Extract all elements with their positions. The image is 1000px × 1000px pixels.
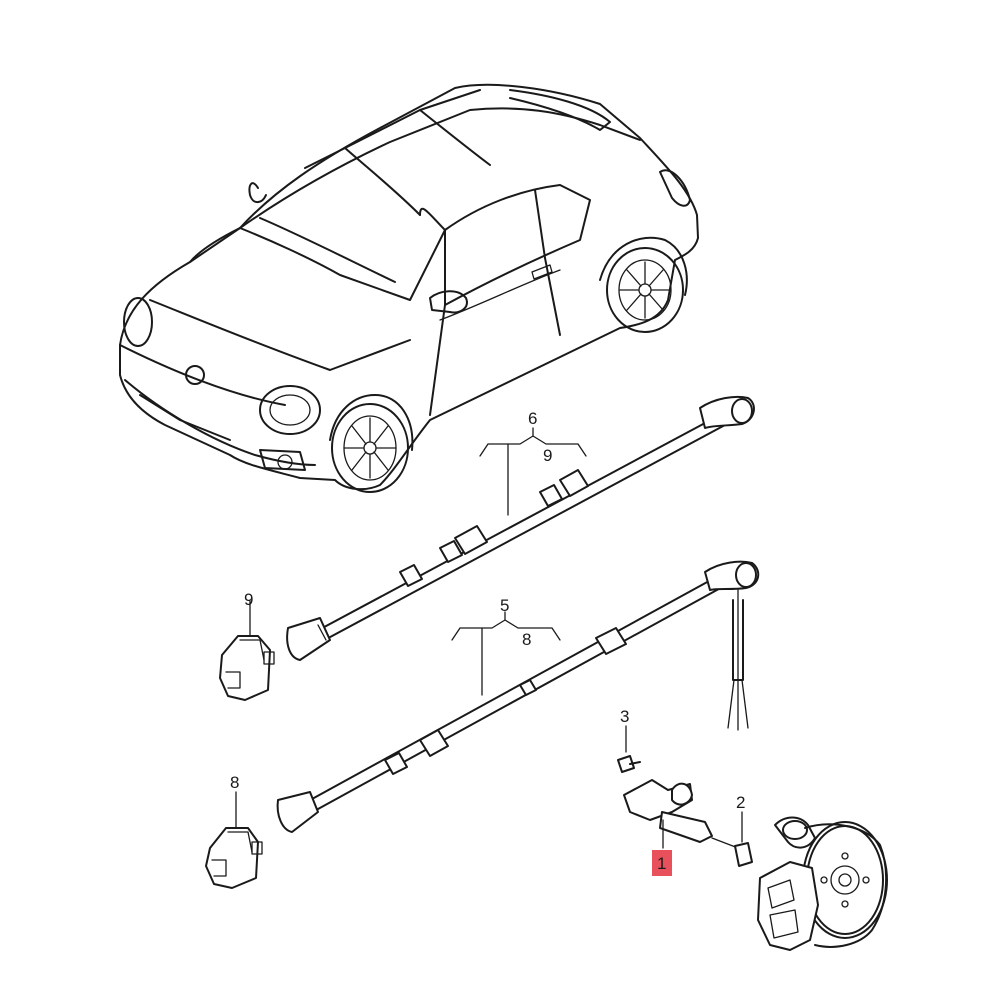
callout-6: 6 xyxy=(528,409,537,428)
callout-2: 2 xyxy=(736,793,745,812)
car-illustration xyxy=(119,83,699,493)
callout-bracket-upper xyxy=(479,427,587,516)
callout-3: 3 xyxy=(620,707,629,726)
callout-9: 9 xyxy=(244,590,253,609)
callout-5: 5 xyxy=(500,596,509,615)
callout-1-highlight[interactable]: 1 xyxy=(652,850,672,876)
connector-part-9 xyxy=(219,599,275,701)
sensor-cable-upper xyxy=(286,395,755,661)
callout-8: 8 xyxy=(230,773,239,792)
speed-sensor-part-1 xyxy=(623,779,739,849)
clip-part-2 xyxy=(734,811,753,867)
callout-8-bracket: 8 xyxy=(522,630,531,649)
connector-part-8 xyxy=(205,791,263,889)
callout-1: 1 xyxy=(657,854,666,873)
brake-assembly xyxy=(757,816,888,951)
callout-9-bracket: 9 xyxy=(543,446,552,465)
sensor-cable-lower xyxy=(276,560,760,833)
callout-bracket-lower xyxy=(451,611,561,696)
screw-part-3 xyxy=(617,725,641,773)
callout-labels: 6 9 5 8 9 8 3 2 xyxy=(230,409,745,812)
